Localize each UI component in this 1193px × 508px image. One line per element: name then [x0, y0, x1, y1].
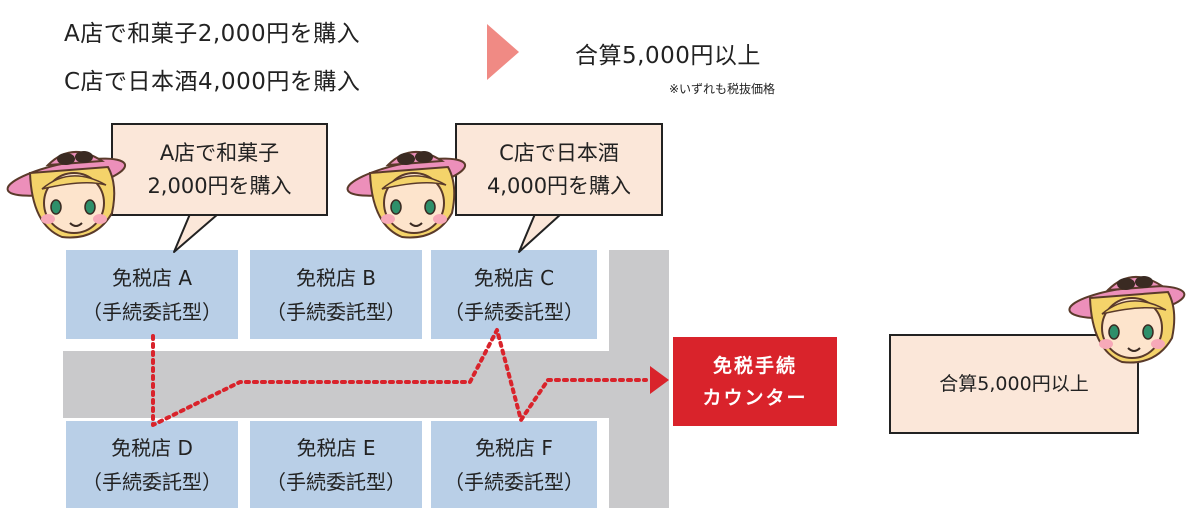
shopper-icon-2 — [346, 150, 467, 239]
store-a: 免税店 A （手続委託型） — [66, 250, 238, 339]
store-f-type: （手続委託型） — [444, 469, 584, 494]
store-b: 免税店 B （手続委託型） — [250, 250, 422, 339]
tax-note: ※いずれも税抜価格 — [669, 82, 776, 96]
store-d-name: 免税店 D — [111, 435, 193, 460]
bubble-c: C店で日本酒 4,000円を購入 — [455, 123, 663, 216]
summary-line-1: A店で和菓子2,000円を購入 — [64, 21, 361, 47]
store-f: 免税店 F （手続委託型） — [431, 421, 597, 508]
bubble-result: 合算5,000円以上 — [889, 334, 1139, 434]
tax-free-counter: 免税手続 カウンター — [673, 337, 837, 426]
bubble-c-line-1: C店で日本酒 — [499, 140, 619, 165]
store-b-type: （手続委託型） — [266, 299, 406, 324]
store-b-name: 免税店 B — [295, 265, 377, 290]
store-e-name: 免税店 E — [296, 435, 376, 460]
corridor-horizontal — [63, 351, 669, 418]
store-e: 免税店 E （手続委託型） — [250, 421, 422, 508]
store-a-type: （手続委託型） — [82, 299, 222, 324]
bubble-c-line-2: 4,000円を購入 — [486, 173, 632, 198]
bubble-result-text: 合算5,000円以上 — [939, 372, 1089, 395]
counter-line-2: カウンター — [702, 386, 808, 409]
summary-line-2: C店で日本酒4,000円を購入 — [64, 69, 361, 95]
store-d: 免税店 D （手続委託型） — [66, 421, 238, 508]
store-f-name: 免税店 F — [475, 435, 553, 460]
store-e-type: （手続委託型） — [266, 469, 406, 494]
store-d-type: （手続委託型） — [82, 469, 222, 494]
bubble-a-line-1: A店で和菓子 — [159, 140, 280, 165]
store-a-name: 免税店 A — [111, 265, 193, 290]
store-c: 免税店 C （手続委託型） — [431, 250, 597, 339]
store-c-name: 免税店 C — [473, 265, 555, 290]
bubble-a-line-2: 2,000円を購入 — [147, 173, 292, 198]
counter-line-1: 免税手続 — [712, 354, 797, 377]
summary-result: 合算5,000円以上 — [575, 43, 761, 69]
shopper-icon-1 — [6, 150, 127, 239]
store-c-type: （手続委託型） — [444, 299, 584, 324]
bubble-a: A店で和菓子 2,000円を購入 — [111, 123, 328, 216]
